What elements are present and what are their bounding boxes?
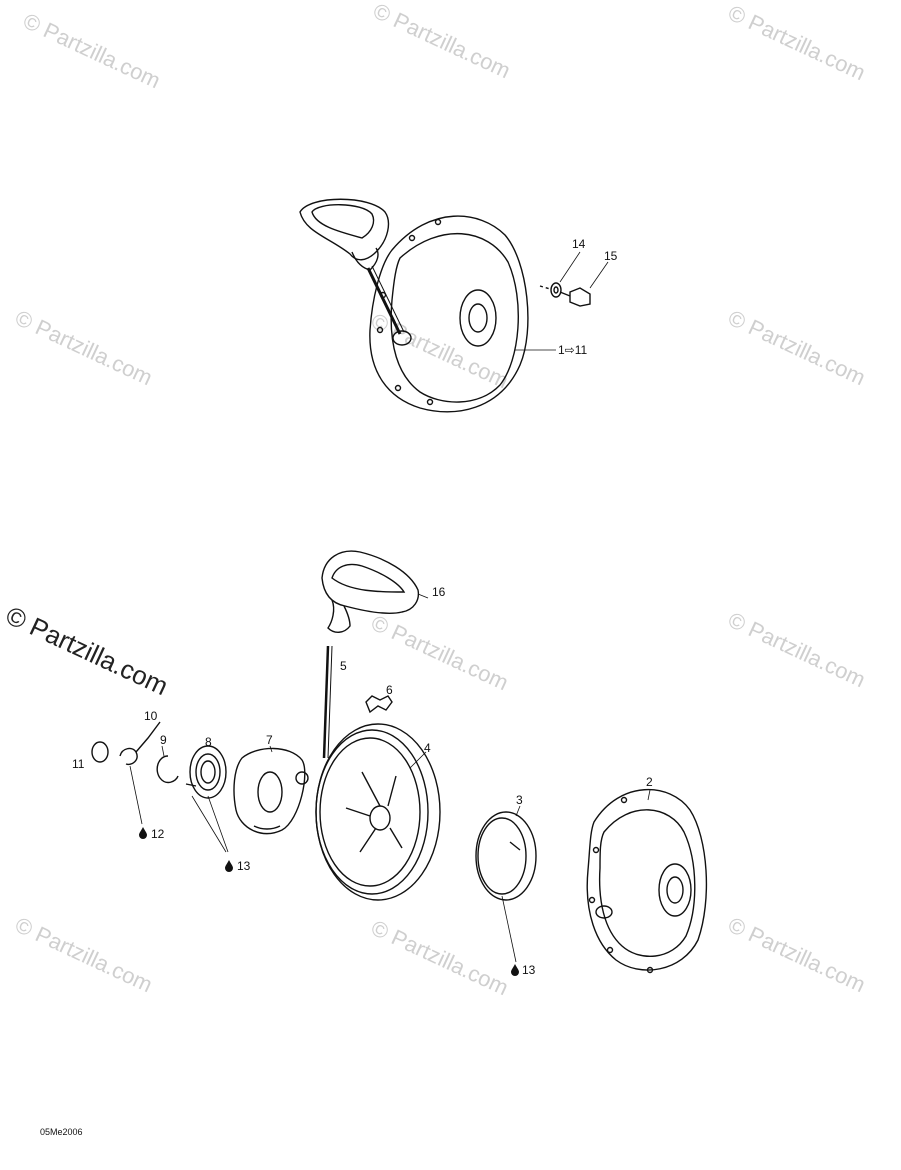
callout-6: 6 [386,683,393,697]
callout-3: 3 [516,793,523,807]
callout-7: 7 [266,733,273,747]
exploded-rewind-starter [92,551,706,972]
callout-16: 16 [432,585,446,599]
oil-drop-icon [511,964,519,976]
oil-drop-icon [139,827,147,839]
callout-14: 14 [572,237,586,251]
oil-drop-icon [225,860,233,872]
callout-8: 8 [205,735,212,749]
callout-11: 11 [72,757,85,771]
callout-4: 4 [424,741,431,755]
callout-13: 13 [237,859,251,873]
callout-9: 9 [160,733,167,747]
callout-12: 12 [151,827,165,841]
callout-15: 15 [604,249,618,263]
callout-2: 2 [646,775,653,789]
callout-10: 10 [144,709,158,723]
diagram-code: 05Me2006 [40,1127,83,1137]
callout-1-11: 1⇨11 [558,343,588,357]
assembled-rewind-starter [300,199,608,412]
callout-5: 5 [340,659,347,673]
callout-13: 13 [522,963,536,977]
